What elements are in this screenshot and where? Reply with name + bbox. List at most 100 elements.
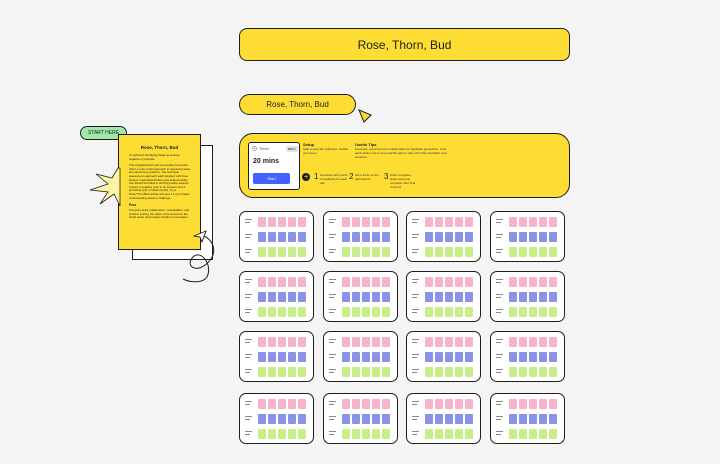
rose-sticky-note[interactable] — [549, 277, 557, 287]
bud-sticky-note[interactable] — [288, 367, 296, 377]
rose-thorn-bud-card[interactable] — [490, 271, 565, 322]
rose-sticky-note[interactable] — [362, 337, 370, 347]
rose-sticky-note[interactable] — [465, 277, 473, 287]
thorn-sticky-note[interactable] — [465, 232, 473, 242]
bud-sticky-note[interactable] — [342, 367, 350, 377]
thorn-sticky-note[interactable] — [455, 414, 463, 424]
thorn-sticky-note[interactable] — [382, 352, 390, 362]
thorn-sticky-note[interactable] — [539, 232, 547, 242]
rose-sticky-note[interactable] — [298, 217, 306, 227]
section-label-pill[interactable]: Rose, Thorn, Bud — [239, 94, 356, 115]
bud-sticky-note[interactable] — [258, 367, 266, 377]
thorn-sticky-note[interactable] — [539, 352, 547, 362]
bud-sticky-note[interactable] — [465, 367, 473, 377]
thorn-sticky-note[interactable] — [268, 414, 276, 424]
thorn-sticky-note[interactable] — [258, 232, 266, 242]
thorn-sticky-note[interactable] — [278, 232, 286, 242]
thorn-sticky-note[interactable] — [382, 232, 390, 242]
bud-sticky-note[interactable] — [509, 429, 517, 439]
thorn-sticky-note[interactable] — [382, 414, 390, 424]
thorn-sticky-note[interactable] — [352, 352, 360, 362]
bud-sticky-note[interactable] — [529, 429, 537, 439]
thorn-sticky-note[interactable] — [435, 414, 443, 424]
bud-sticky-note[interactable] — [445, 429, 453, 439]
rose-sticky-note[interactable] — [258, 399, 266, 409]
rose-thorn-bud-card[interactable] — [490, 331, 565, 382]
rose-sticky-note[interactable] — [529, 337, 537, 347]
bud-sticky-note[interactable] — [352, 247, 360, 257]
thorn-sticky-note[interactable] — [298, 352, 306, 362]
rose-sticky-note[interactable] — [372, 337, 380, 347]
rose-sticky-note[interactable] — [288, 277, 296, 287]
rose-sticky-note[interactable] — [352, 337, 360, 347]
bud-sticky-note[interactable] — [509, 307, 517, 317]
rose-sticky-note[interactable] — [435, 399, 443, 409]
rose-sticky-note[interactable] — [455, 337, 463, 347]
thorn-sticky-note[interactable] — [278, 414, 286, 424]
bud-sticky-note[interactable] — [258, 307, 266, 317]
rose-sticky-note[interactable] — [519, 399, 527, 409]
bud-sticky-note[interactable] — [352, 307, 360, 317]
bud-sticky-note[interactable] — [445, 367, 453, 377]
rose-sticky-note[interactable] — [258, 217, 266, 227]
thorn-sticky-note[interactable] — [278, 292, 286, 302]
thorn-sticky-note[interactable] — [372, 292, 380, 302]
rose-sticky-note[interactable] — [268, 399, 276, 409]
thorn-sticky-note[interactable] — [445, 352, 453, 362]
bud-sticky-note[interactable] — [455, 429, 463, 439]
rose-sticky-note[interactable] — [519, 217, 527, 227]
thorn-sticky-note[interactable] — [549, 232, 557, 242]
rose-sticky-note[interactable] — [445, 217, 453, 227]
rose-thorn-bud-card[interactable] — [239, 393, 314, 444]
rose-sticky-note[interactable] — [298, 277, 306, 287]
rose-sticky-note[interactable] — [342, 337, 350, 347]
rose-thorn-bud-card[interactable] — [239, 211, 314, 262]
bud-sticky-note[interactable] — [539, 367, 547, 377]
rose-thorn-bud-card[interactable] — [406, 271, 481, 322]
thorn-sticky-note[interactable] — [519, 292, 527, 302]
bud-sticky-note[interactable] — [435, 247, 443, 257]
rose-sticky-note[interactable] — [382, 277, 390, 287]
rose-sticky-note[interactable] — [278, 337, 286, 347]
thorn-sticky-note[interactable] — [445, 292, 453, 302]
bud-sticky-note[interactable] — [362, 367, 370, 377]
bud-sticky-note[interactable] — [549, 247, 557, 257]
thorn-sticky-note[interactable] — [539, 292, 547, 302]
rose-sticky-note[interactable] — [298, 399, 306, 409]
bud-sticky-note[interactable] — [519, 429, 527, 439]
thorn-sticky-note[interactable] — [342, 232, 350, 242]
rose-sticky-note[interactable] — [539, 277, 547, 287]
bud-sticky-note[interactable] — [362, 247, 370, 257]
bud-sticky-note[interactable] — [372, 367, 380, 377]
thorn-sticky-note[interactable] — [278, 352, 286, 362]
rose-sticky-note[interactable] — [529, 217, 537, 227]
thorn-sticky-note[interactable] — [509, 292, 517, 302]
bud-sticky-note[interactable] — [425, 307, 433, 317]
thorn-sticky-note[interactable] — [425, 292, 433, 302]
thorn-sticky-note[interactable] — [549, 414, 557, 424]
thorn-sticky-note[interactable] — [455, 292, 463, 302]
thorn-sticky-note[interactable] — [268, 232, 276, 242]
thorn-sticky-note[interactable] — [352, 292, 360, 302]
bud-sticky-note[interactable] — [529, 307, 537, 317]
bud-sticky-note[interactable] — [298, 429, 306, 439]
rose-sticky-note[interactable] — [382, 399, 390, 409]
rose-sticky-note[interactable] — [465, 217, 473, 227]
rose-sticky-note[interactable] — [455, 277, 463, 287]
bud-sticky-note[interactable] — [382, 247, 390, 257]
rose-sticky-note[interactable] — [268, 217, 276, 227]
rose-sticky-note[interactable] — [352, 277, 360, 287]
board-title-banner[interactable]: Rose, Thorn, Bud — [239, 28, 570, 61]
rose-sticky-note[interactable] — [372, 277, 380, 287]
thorn-sticky-note[interactable] — [465, 352, 473, 362]
rose-sticky-note[interactable] — [509, 217, 517, 227]
thorn-sticky-note[interactable] — [445, 414, 453, 424]
bud-sticky-note[interactable] — [435, 367, 443, 377]
rose-sticky-note[interactable] — [529, 277, 537, 287]
start-here-tag[interactable]: START HERE — [80, 126, 127, 140]
bud-sticky-note[interactable] — [549, 307, 557, 317]
thorn-sticky-note[interactable] — [342, 352, 350, 362]
thorn-sticky-note[interactable] — [465, 414, 473, 424]
thorn-sticky-note[interactable] — [372, 414, 380, 424]
thorn-sticky-note[interactable] — [519, 232, 527, 242]
